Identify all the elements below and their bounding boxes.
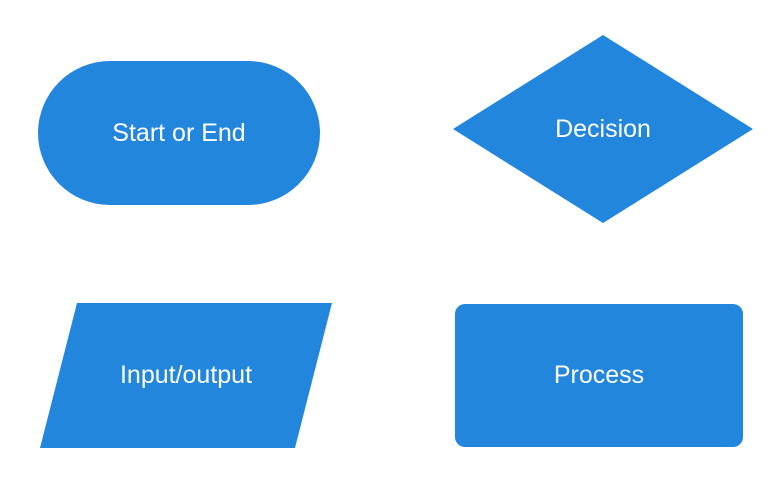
process-label: Process: [553, 361, 645, 389]
process-shape: Process: [455, 304, 743, 447]
parallelogram-polygon: [40, 303, 332, 448]
diamond-polygon: [453, 35, 753, 223]
terminator-shape: Start or End: [38, 61, 320, 205]
diamond-icon: [453, 35, 753, 223]
parallelogram-icon: [40, 303, 332, 448]
decision-shape: Decision: [453, 35, 753, 223]
terminator-label: Start or End: [112, 118, 246, 147]
input-output-shape: Input/output: [40, 303, 332, 448]
